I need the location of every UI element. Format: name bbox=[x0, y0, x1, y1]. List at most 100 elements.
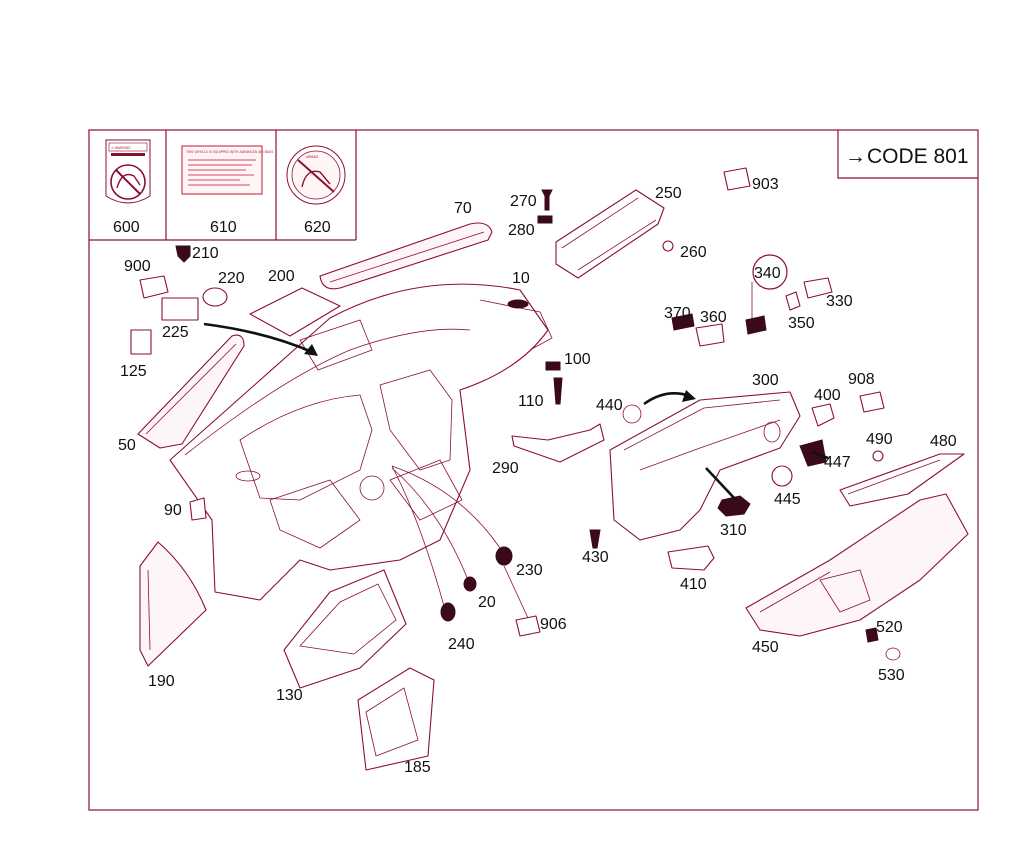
callout-numbers: 10 20 50 70 90 100 110 125 130 185 190 2… bbox=[118, 176, 957, 776]
part-450-glovebox-door bbox=[745, 493, 969, 637]
leader-arrow-440 bbox=[643, 392, 691, 406]
part-250-airbag-module bbox=[555, 189, 665, 279]
part-190-side-panel bbox=[139, 541, 207, 667]
part-20-switch bbox=[463, 576, 477, 592]
part-290-cable bbox=[511, 423, 605, 463]
callout-10: 10 bbox=[512, 270, 530, 287]
part-908-label bbox=[859, 391, 885, 413]
callout-70: 70 bbox=[454, 200, 472, 217]
callout-230: 230 bbox=[516, 562, 543, 579]
callout-240: 240 bbox=[448, 636, 475, 653]
part-125-block bbox=[130, 329, 152, 355]
label-620-sticker: AIRBAG bbox=[286, 145, 346, 205]
part-310-gear bbox=[717, 495, 751, 517]
label-600-number: 600 bbox=[113, 219, 140, 236]
callout-400: 400 bbox=[814, 387, 841, 404]
callout-480: 480 bbox=[930, 433, 957, 450]
part-410-latch bbox=[667, 545, 715, 571]
callout-490: 490 bbox=[866, 431, 893, 448]
part-90-bracket bbox=[189, 497, 207, 521]
part-270-screw bbox=[541, 189, 553, 211]
callout-350: 350 bbox=[788, 315, 815, 332]
part-280-nut bbox=[537, 215, 553, 224]
callout-110: 110 bbox=[518, 393, 544, 410]
code-801-label: CODE 801 bbox=[867, 145, 969, 168]
part-400-insert bbox=[811, 403, 835, 427]
part-230-switch bbox=[495, 546, 513, 566]
part-300-glovebox-housing bbox=[609, 391, 801, 541]
part-370-clip bbox=[671, 313, 695, 331]
callout-410: 410 bbox=[680, 576, 707, 593]
callout-903: 903 bbox=[752, 176, 779, 193]
part-200-cover bbox=[249, 287, 341, 337]
part-360-switch bbox=[695, 323, 725, 347]
callout-360: 360 bbox=[700, 309, 727, 326]
callout-250: 250 bbox=[655, 185, 682, 202]
part-445-cap bbox=[771, 465, 793, 487]
part-50-top-panel bbox=[137, 334, 245, 449]
code-arrow-icon: → bbox=[845, 145, 866, 168]
leader-line-447 bbox=[811, 450, 829, 460]
code-801-box: → CODE 801 bbox=[837, 130, 978, 179]
label-610-sticker: THIS VEHICLE IS EQUIPPED WITH ADVANCED A… bbox=[181, 145, 273, 195]
part-130-lower-trim bbox=[283, 569, 407, 689]
callout-447: 447 bbox=[824, 454, 851, 471]
callout-906: 906 bbox=[540, 616, 567, 633]
callout-370: 370 bbox=[664, 305, 691, 322]
part-330-switch bbox=[803, 277, 833, 299]
callout-200: 200 bbox=[268, 268, 295, 285]
label-610-number: 610 bbox=[210, 219, 237, 236]
part-490-clip bbox=[872, 450, 884, 462]
callout-185: 185 bbox=[404, 759, 431, 776]
label-620-title: AIRBAG bbox=[306, 155, 319, 159]
label-panels: ⚠ WARNING 600 THIS VEHICLE IS EQUIPPED W… bbox=[89, 130, 357, 241]
callout-210: 210 bbox=[192, 245, 219, 262]
callout-270: 270 bbox=[510, 193, 537, 210]
callout-280: 280 bbox=[508, 222, 535, 239]
callout-900: 900 bbox=[124, 258, 151, 275]
part-225-block bbox=[161, 297, 199, 321]
diagram-border bbox=[88, 129, 979, 811]
callout-100: 100 bbox=[564, 351, 591, 368]
part-10-dashboard bbox=[169, 283, 553, 601]
leader-arrow-head-440 bbox=[682, 390, 696, 402]
callout-340: 340 bbox=[754, 265, 781, 282]
callout-430: 430 bbox=[582, 549, 609, 566]
part-430-screw bbox=[589, 529, 601, 549]
callout-125: 125 bbox=[120, 363, 147, 380]
part-70-trim-strip bbox=[319, 222, 493, 290]
callout-440: 440 bbox=[596, 397, 623, 414]
callout-300: 300 bbox=[752, 372, 779, 389]
part-220-pad bbox=[202, 287, 228, 307]
part-900-label bbox=[139, 275, 169, 299]
part-340-connector bbox=[745, 315, 767, 335]
part-520-screw bbox=[865, 627, 879, 643]
leader-arrow-head-225 bbox=[304, 344, 318, 356]
callout-310: 310 bbox=[720, 522, 747, 539]
callout-908: 908 bbox=[848, 371, 875, 388]
part-903-label bbox=[723, 167, 751, 191]
label-610-title: THIS VEHICLE IS EQUIPPED WITH ADVANCED A… bbox=[185, 150, 273, 154]
callout-90: 90 bbox=[164, 502, 182, 519]
callout-50: 50 bbox=[118, 437, 136, 454]
callout-225: 225 bbox=[162, 324, 189, 341]
part-185-knee-trim bbox=[357, 667, 435, 771]
callout-450: 450 bbox=[752, 639, 779, 656]
part-530-ring bbox=[885, 647, 901, 661]
callout-445: 445 bbox=[774, 491, 801, 508]
callout-220: 220 bbox=[218, 270, 245, 287]
part-240-switch bbox=[440, 602, 456, 622]
label-600-sticker: ⚠ WARNING bbox=[105, 139, 151, 204]
part-340-callout-circle bbox=[752, 254, 788, 290]
part-350-bulb bbox=[785, 291, 801, 311]
leader-arrow-225 bbox=[203, 322, 313, 354]
part-480-tray bbox=[839, 453, 965, 507]
label-600-title: ⚠ WARNING bbox=[111, 146, 131, 150]
part-260-clip bbox=[662, 240, 674, 252]
callout-330: 330 bbox=[826, 293, 853, 310]
part-210-clip bbox=[175, 245, 191, 263]
part-906-label bbox=[515, 615, 541, 637]
callout-260: 260 bbox=[680, 244, 707, 261]
leader-line-310 bbox=[705, 467, 737, 501]
